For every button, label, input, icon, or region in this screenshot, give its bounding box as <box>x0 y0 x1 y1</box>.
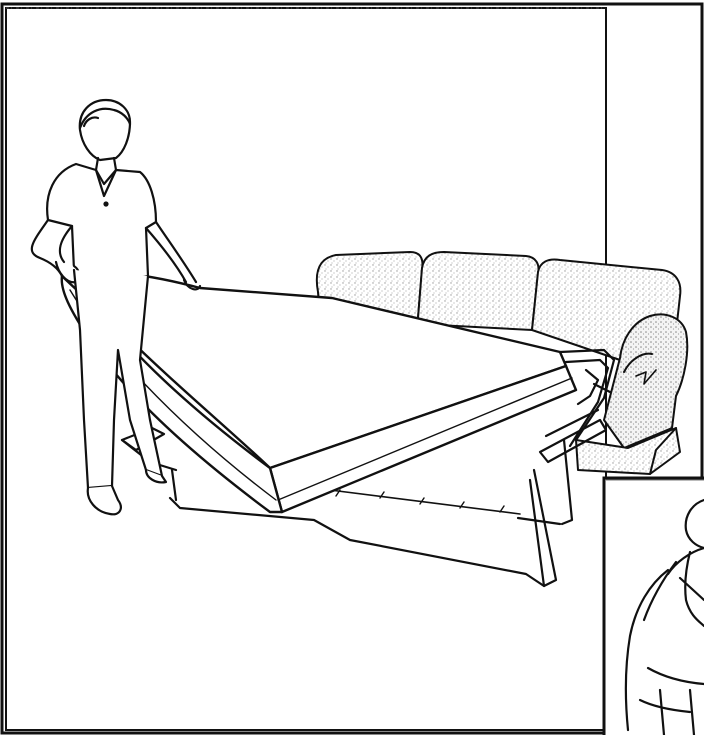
frame-leg-front <box>530 470 556 586</box>
frame-left-leg <box>172 470 176 500</box>
frame-bottom-bar <box>518 518 560 524</box>
inset-panel <box>604 478 704 735</box>
person-arm-left-inner <box>60 226 72 262</box>
frame-link-1 <box>578 370 598 404</box>
frame-side-bar-2 <box>546 410 598 436</box>
frame-slat-1 <box>330 490 520 514</box>
shirt-button <box>105 203 108 206</box>
frame-lower-rail <box>170 498 544 586</box>
sofa-back-cushion-middle <box>418 252 539 330</box>
person-foot-left <box>88 486 121 514</box>
person-arm-right-outer <box>156 222 196 282</box>
